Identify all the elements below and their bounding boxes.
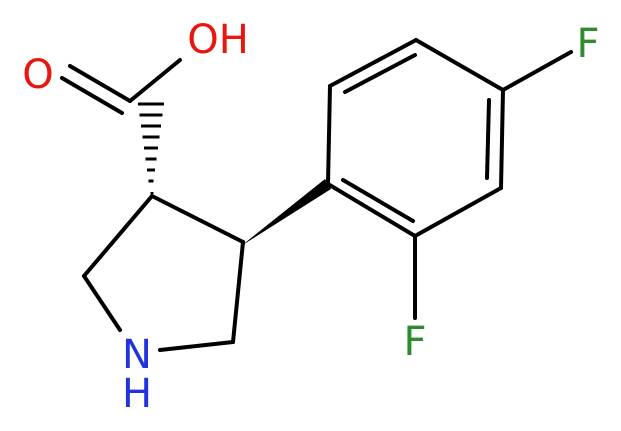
bond-ar-inner-c3-c4 (485, 98, 491, 180)
carboxyl-group (60, 58, 182, 115)
bond-ar-inner-c5-c6 (343, 53, 417, 94)
bond-ar-c3-c4 (499, 88, 505, 190)
atom-label-oh: OH (187, 17, 249, 63)
atom-label-f-para: F (576, 21, 599, 67)
hashed-wedge-bond (138, 102, 164, 194)
bond-ar-c6-c1 (326, 84, 332, 186)
bond-n-c5 (158, 340, 235, 352)
pyrrolidine-ring (82, 194, 245, 352)
atom-label-o: O (22, 52, 53, 98)
atom-label-f-ortho: F (403, 319, 426, 365)
bond-carboxyl-c-o-b (60, 76, 124, 115)
bond-ar-c4-c5 (414, 38, 505, 92)
bond-ar-inner-c1-c2 (341, 178, 415, 223)
bond-ar-c1-c2 (326, 182, 417, 238)
bond-ar-c5-c6 (328, 38, 418, 88)
solid-wedge-bond (241, 179, 331, 246)
bond-ar-c2-c3 (413, 186, 503, 238)
bond-c5-c4 (231, 240, 245, 344)
bond-carboxyl-c-oh (128, 58, 182, 103)
bond-c3-c2 (82, 194, 154, 278)
bond-carboxyl-c-o-a (68, 64, 132, 103)
atom-label-nh-h: H (122, 371, 152, 417)
atom-label-n: N (122, 332, 152, 378)
bond-c3-c4 (150, 194, 245, 244)
phenyl-ring (326, 38, 573, 320)
bond-ar-c4-f (501, 50, 573, 92)
bond-c2-n (82, 274, 122, 332)
